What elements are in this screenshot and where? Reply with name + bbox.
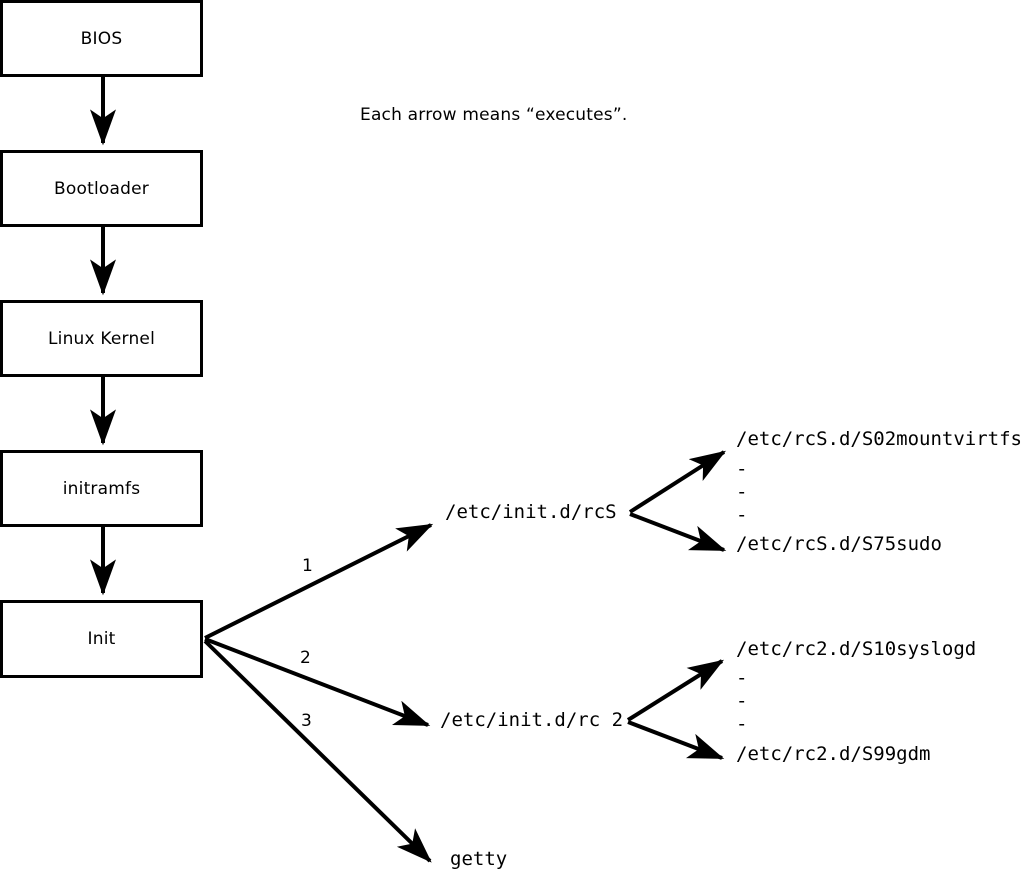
stage-box-init[interactable]: Init (0, 600, 203, 678)
sequence-label-3: 3 (301, 711, 312, 731)
stage-label-init: Init (87, 629, 116, 649)
stage-box-initramfs[interactable]: initramfs (0, 450, 203, 527)
branch-child-rcs-last[interactable]: /etc/rcS.d/S75sudo (736, 533, 942, 555)
fanout-arrow-init-to-rc2 (204, 637, 431, 727)
branch-label-rc2[interactable]: /etc/init.d/rc 2 (440, 709, 624, 731)
terminal-label-getty[interactable]: getty (450, 848, 508, 870)
fanout-arrow-rc2-to-last (627, 720, 725, 760)
stage-label-linux-kernel: Linux Kernel (47, 328, 155, 349)
sequence-label-1: 1 (302, 556, 313, 576)
ellipsis-mark-rc2-2: - (736, 690, 748, 712)
stage-label-bootloader: Bootloader (54, 178, 149, 199)
stage-label-initramfs: initramfs (62, 478, 141, 499)
ellipsis-mark-rcs-3: - (736, 504, 748, 526)
ellipsis-mark-rc2-1: - (736, 667, 748, 689)
stage-box-bootloader[interactable]: Bootloader (0, 150, 203, 227)
legend-note: Each arrow means “executes”. (360, 105, 628, 125)
fanout-arrow-init-to-getty (203, 639, 432, 863)
stage-box-linux-kernel[interactable]: Linux Kernel (0, 300, 203, 377)
stage-box-bios[interactable]: BIOS (0, 0, 203, 77)
ellipsis-mark-rc2-3: - (736, 713, 748, 735)
ellipsis-mark-rcs-1: - (736, 458, 748, 480)
fanout-arrow-rc2-to-first (626, 659, 725, 722)
fanout-arrow-rcs-to-first (628, 450, 727, 514)
fanout-arrow-init-to-rcs (204, 523, 434, 640)
branch-child-rc2-last[interactable]: /etc/rc2.d/S99gdm (736, 743, 931, 765)
branch-child-rc2-first[interactable]: /etc/rc2.d/S10syslogd (736, 638, 977, 660)
branch-label-rcs[interactable]: /etc/init.d/rcS (445, 501, 617, 523)
stage-label-bios: BIOS (80, 28, 123, 49)
branch-child-rcs-first[interactable]: /etc/rcS.d/S02mountvirtfs (736, 428, 1022, 450)
fanout-arrow-rcs-to-last (629, 512, 727, 552)
sequence-label-2: 2 (300, 648, 311, 668)
ellipsis-mark-rcs-2: - (736, 481, 748, 503)
